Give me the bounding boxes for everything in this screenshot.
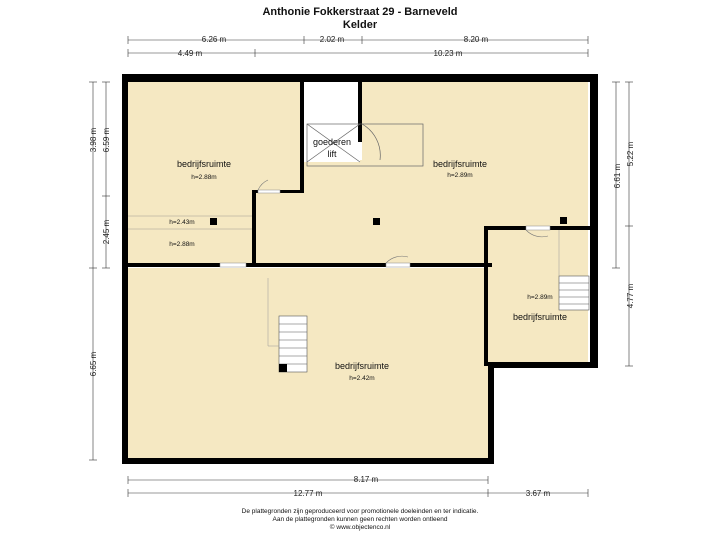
- dim-top-5: 10.23 m: [434, 49, 463, 58]
- dimension-labels: 6.26 m 2.02 m 8.20 m 4.49 m 10.23 m 3.98…: [89, 35, 635, 498]
- dim-top-2: 2.02 m: [320, 35, 345, 44]
- dimension-lines: [89, 36, 633, 497]
- dim-top-4: 4.49 m: [178, 49, 203, 58]
- room-se-label: bedrijfsruimte: [513, 312, 567, 322]
- dim-bottom-2: 12.77 m: [294, 489, 323, 498]
- plan-title: Anthonie Fokkerstraat 29 - Barneveld: [262, 6, 458, 18]
- room-se-height: h=2.89m: [527, 294, 552, 301]
- zone-lines: [128, 215, 252, 230]
- door-openings: [219, 189, 551, 268]
- door-swings: [257, 179, 549, 264]
- stair-guide: [267, 278, 279, 347]
- room-ne-label: bedrijfsruimte: [433, 159, 487, 169]
- dim-top-1: 6.26 m: [202, 35, 227, 44]
- room-nw-height: h=2.88m: [191, 174, 216, 181]
- dim-left-2: 6.59 m: [102, 127, 111, 152]
- dim-bottom-1: 8.17 m: [354, 475, 379, 484]
- disclaimer-line-1: De plattegronden zijn geproduceerd voor …: [241, 508, 479, 515]
- stair-post: [279, 364, 287, 372]
- columns: [210, 217, 567, 225]
- staircase-east: [558, 275, 590, 311]
- dim-right-3: 4.77 m: [626, 283, 635, 308]
- lift-label-line2: lift: [328, 149, 337, 159]
- zone-a-height: h=2.43m: [169, 219, 194, 226]
- zone-b-height: h=2.88m: [169, 241, 194, 248]
- room-ne-height: h=2.89m: [447, 172, 472, 179]
- room-labels: bedrijfsruimte h=2.88m goederen lift bed…: [169, 137, 567, 382]
- floor-name: Kelder: [342, 19, 378, 31]
- room-nw-label: bedrijfsruimte: [177, 159, 231, 169]
- disclaimer-line-2: Aan de plattegronden kunnen geen rechten…: [272, 516, 448, 523]
- dim-left-3: 2.45 m: [102, 219, 111, 244]
- lift-shaft: [304, 82, 360, 162]
- room-south-height: h=2.42m: [349, 375, 374, 382]
- dim-top-3: 8.20 m: [464, 35, 489, 44]
- copyright-line: © www.objectenco.nl: [329, 524, 391, 531]
- dim-bottom-3: 3.67 m: [526, 489, 551, 498]
- staircase-south: [278, 315, 308, 373]
- dim-right-2: 5.22 m: [626, 141, 635, 166]
- lift-label-line1: goederen: [313, 137, 351, 147]
- dim-right-1: 6.61 m: [613, 163, 622, 188]
- lift-interior: [306, 123, 424, 167]
- floor-areas: [128, 82, 588, 458]
- room-south-label: bedrijfsruimte: [335, 361, 389, 371]
- dim-left-1: 3.98 m: [89, 127, 98, 152]
- dim-left-4: 6.65 m: [89, 351, 98, 376]
